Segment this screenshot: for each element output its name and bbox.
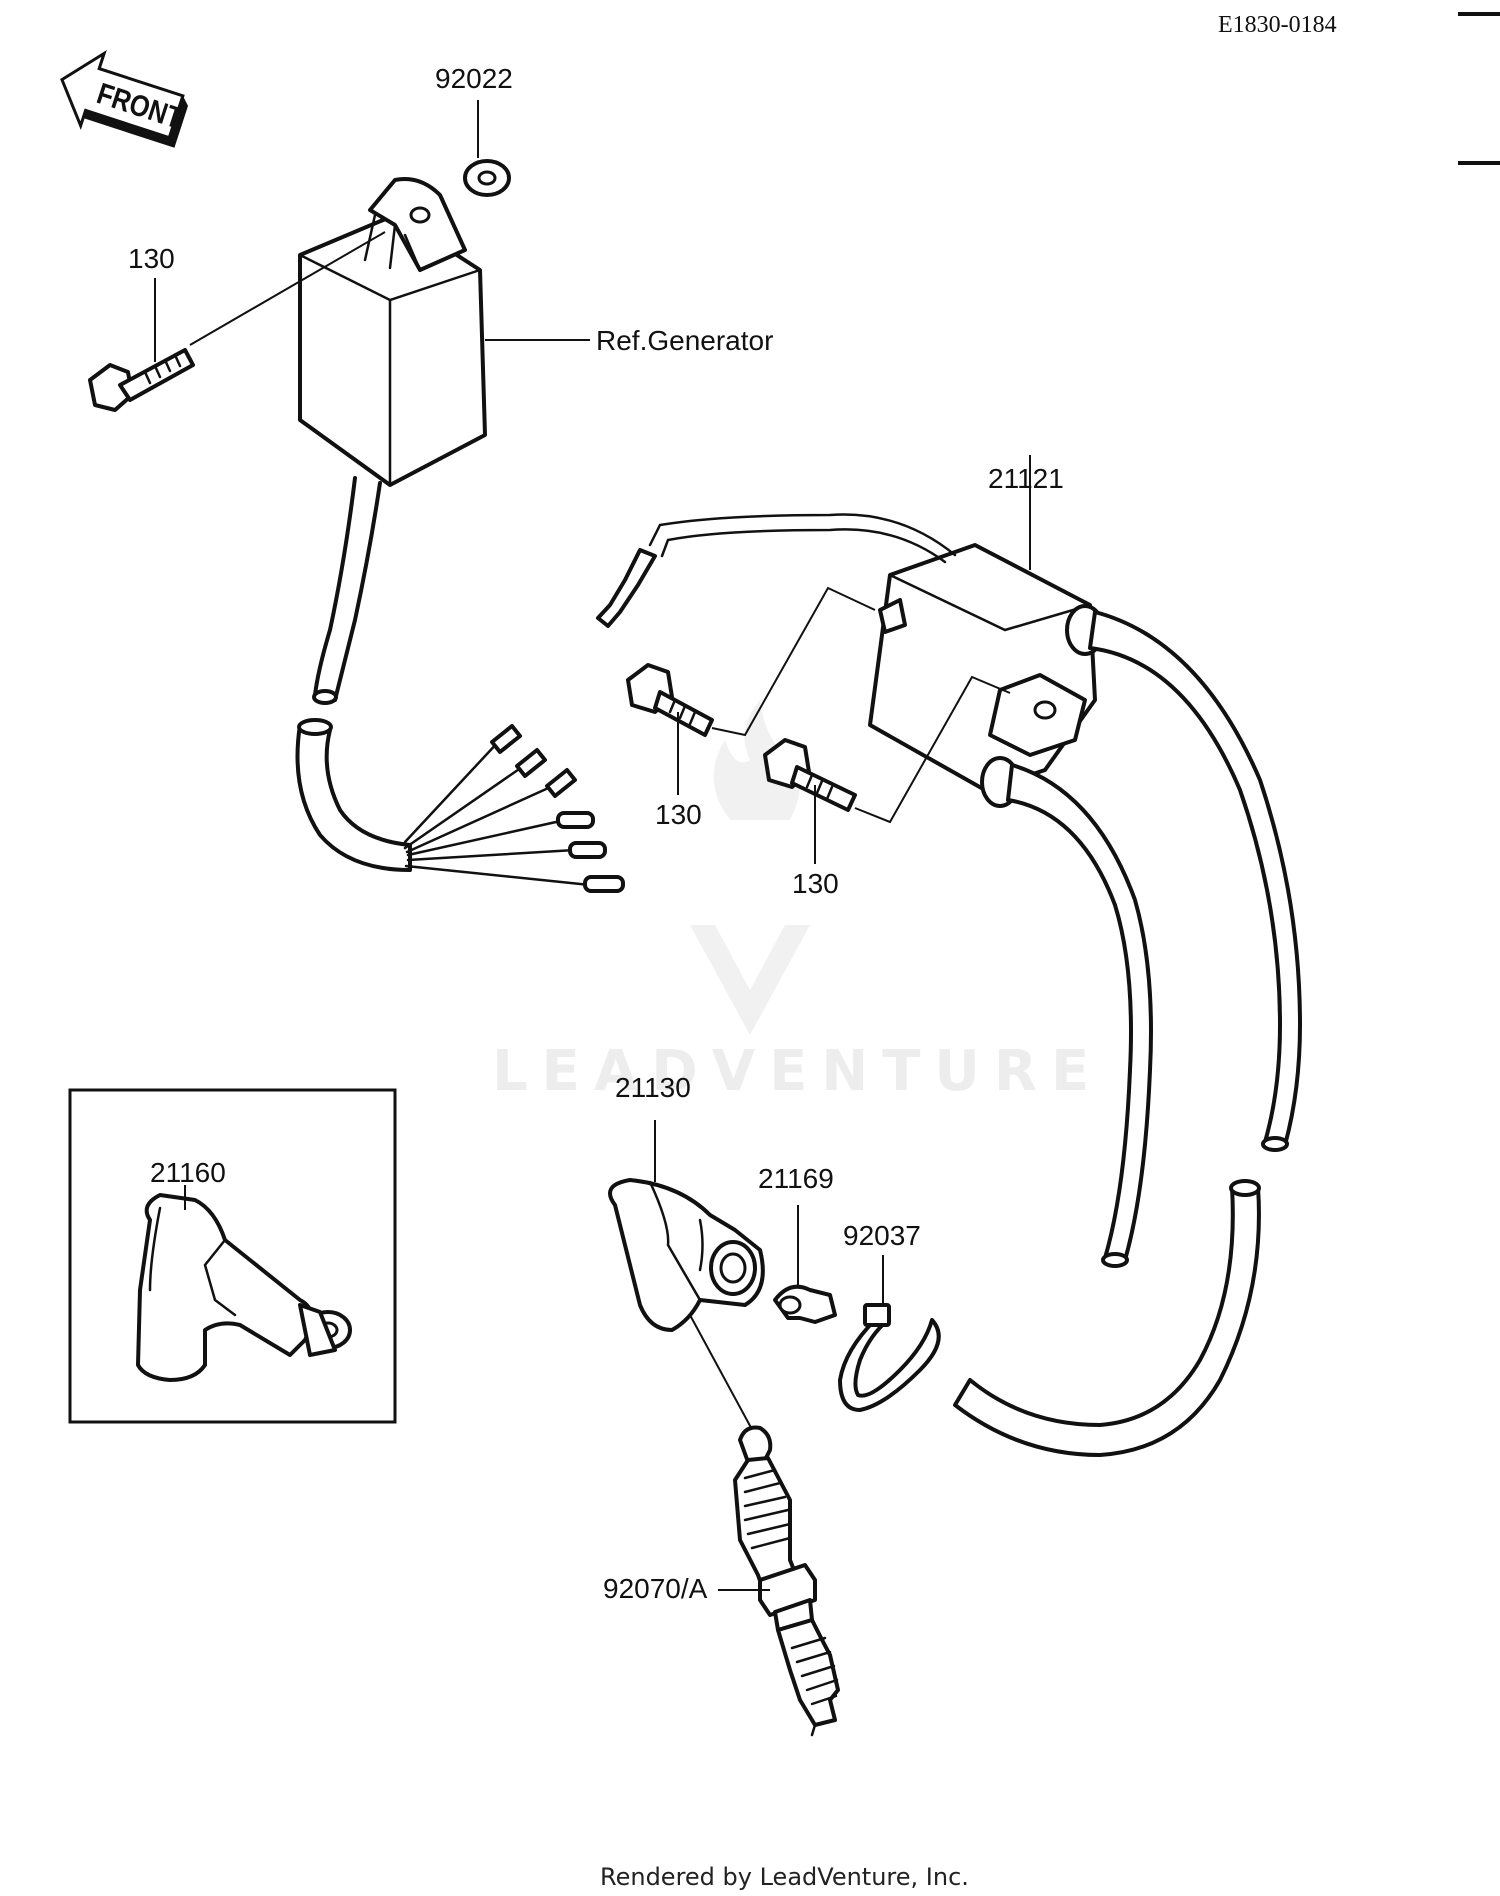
callout-21130: 21130 [615,1072,691,1103]
callout-130-coil-2: 130 [792,868,839,899]
watermark-text: LEADVENTURE [492,1039,1103,1104]
wire-connector [490,724,625,893]
footer-credit: Rendered by LeadVenture, Inc. [600,1863,969,1891]
diagram-code: E1830-0184 [1218,12,1337,38]
band [838,1303,941,1412]
inset-box: 21160 [68,1088,397,1424]
coil-bolt-2 [763,738,857,812]
clamp [773,1284,837,1324]
callout-21169: 21169 [758,1163,834,1194]
callout-92022: 92022 [435,63,513,94]
cdi-unit [295,177,625,893]
callout-92037: 92037 [843,1220,921,1251]
callout-21160: 21160 [150,1157,226,1188]
ref-generator-label: Ref.Generator [596,325,773,356]
coil-bolt-1 [626,663,714,737]
cdi-bolt [88,348,195,412]
callout-130-coil-1: 130 [655,799,702,830]
leadventure-watermark: LEADVENTURE [492,700,1103,1104]
spark-plug [733,1425,840,1737]
callout-92070-a: 92070/A [603,1573,708,1604]
plug-cap-alt [136,1193,352,1382]
callout-21121: 21121 [988,463,1064,494]
callout-130-cdi: 130 [128,243,175,274]
ignition-coil [596,513,1302,1457]
plug-cap [608,1178,765,1332]
front-arrow-icon: FRONT [60,49,189,148]
washer [463,159,511,197]
